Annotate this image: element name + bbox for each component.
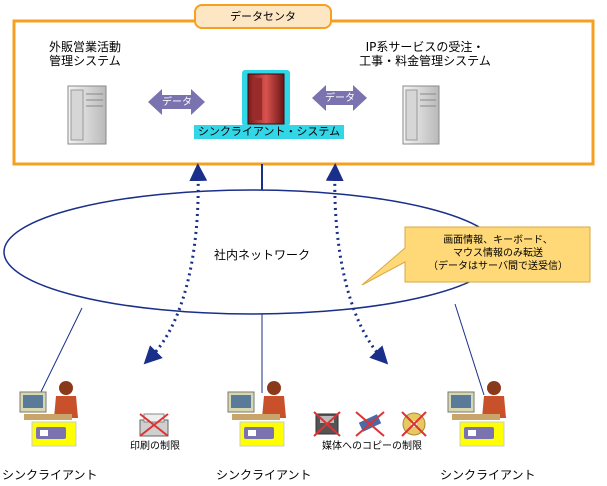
- client-link-right: [454, 303, 485, 396]
- thin-client-server-icon: [242, 70, 290, 126]
- client-label-right: シンクライアント: [440, 468, 536, 482]
- dotted-arrow-left: [143, 163, 208, 365]
- media-restriction-label: 媒体へのコピーの制限: [322, 441, 422, 452]
- floppy-restricted-icon: [313, 411, 341, 437]
- datacenter-title: データセンタ: [230, 10, 296, 23]
- data-arrow-left: [148, 89, 205, 115]
- data-arrow-left-label: データ: [162, 97, 192, 108]
- client-icon-right: [447, 381, 506, 447]
- client-label-left: シンクライアント: [2, 468, 98, 482]
- right-system-line1: IP系サービスの受注・: [365, 40, 485, 54]
- left-server-icon: [67, 85, 107, 145]
- data-arrow-right: [312, 85, 367, 111]
- cd-restricted-icon: [401, 411, 427, 437]
- datacenter-title-box: [194, 4, 332, 29]
- dotted-arrow-right: [325, 163, 389, 365]
- callout-line3: （データはサーバ間で送受信）: [428, 261, 568, 272]
- network-label: 社内ネットワーク: [214, 248, 311, 262]
- left-system-line1: 外販営業活動: [48, 40, 121, 54]
- left-system-line2: 管理システム: [49, 54, 121, 68]
- usb-restricted-icon: [355, 411, 385, 437]
- datacenter-box: [12, 19, 595, 166]
- right-system-label: IP系サービスの受注・ 工事・料金管理システム: [345, 40, 505, 68]
- client-icon-left: [19, 381, 78, 447]
- client-icon-center: [227, 381, 286, 447]
- data-arrow-right-label: データ: [325, 93, 355, 104]
- callout-line2: マウス情報のみ転送: [453, 248, 543, 259]
- client-label-center: シンクライアント: [216, 468, 312, 482]
- printer-restricted-icon: [139, 413, 169, 437]
- callout-box: [361, 226, 591, 286]
- center-system-label: シンクライアント・システム: [194, 125, 344, 139]
- callout-line1: 画面情報、キーボード、: [443, 235, 553, 246]
- client-link-left: [37, 307, 83, 399]
- right-system-line2: 工事・料金管理システム: [359, 54, 491, 68]
- left-system-label: 外販営業活動 管理システム: [30, 40, 140, 68]
- right-server-icon: [402, 85, 440, 145]
- callout-text: 画面情報、キーボード、 マウス情報のみ転送 （データはサーバ間で送受信）: [408, 234, 588, 273]
- print-restriction-label: 印刷の制限: [130, 441, 180, 452]
